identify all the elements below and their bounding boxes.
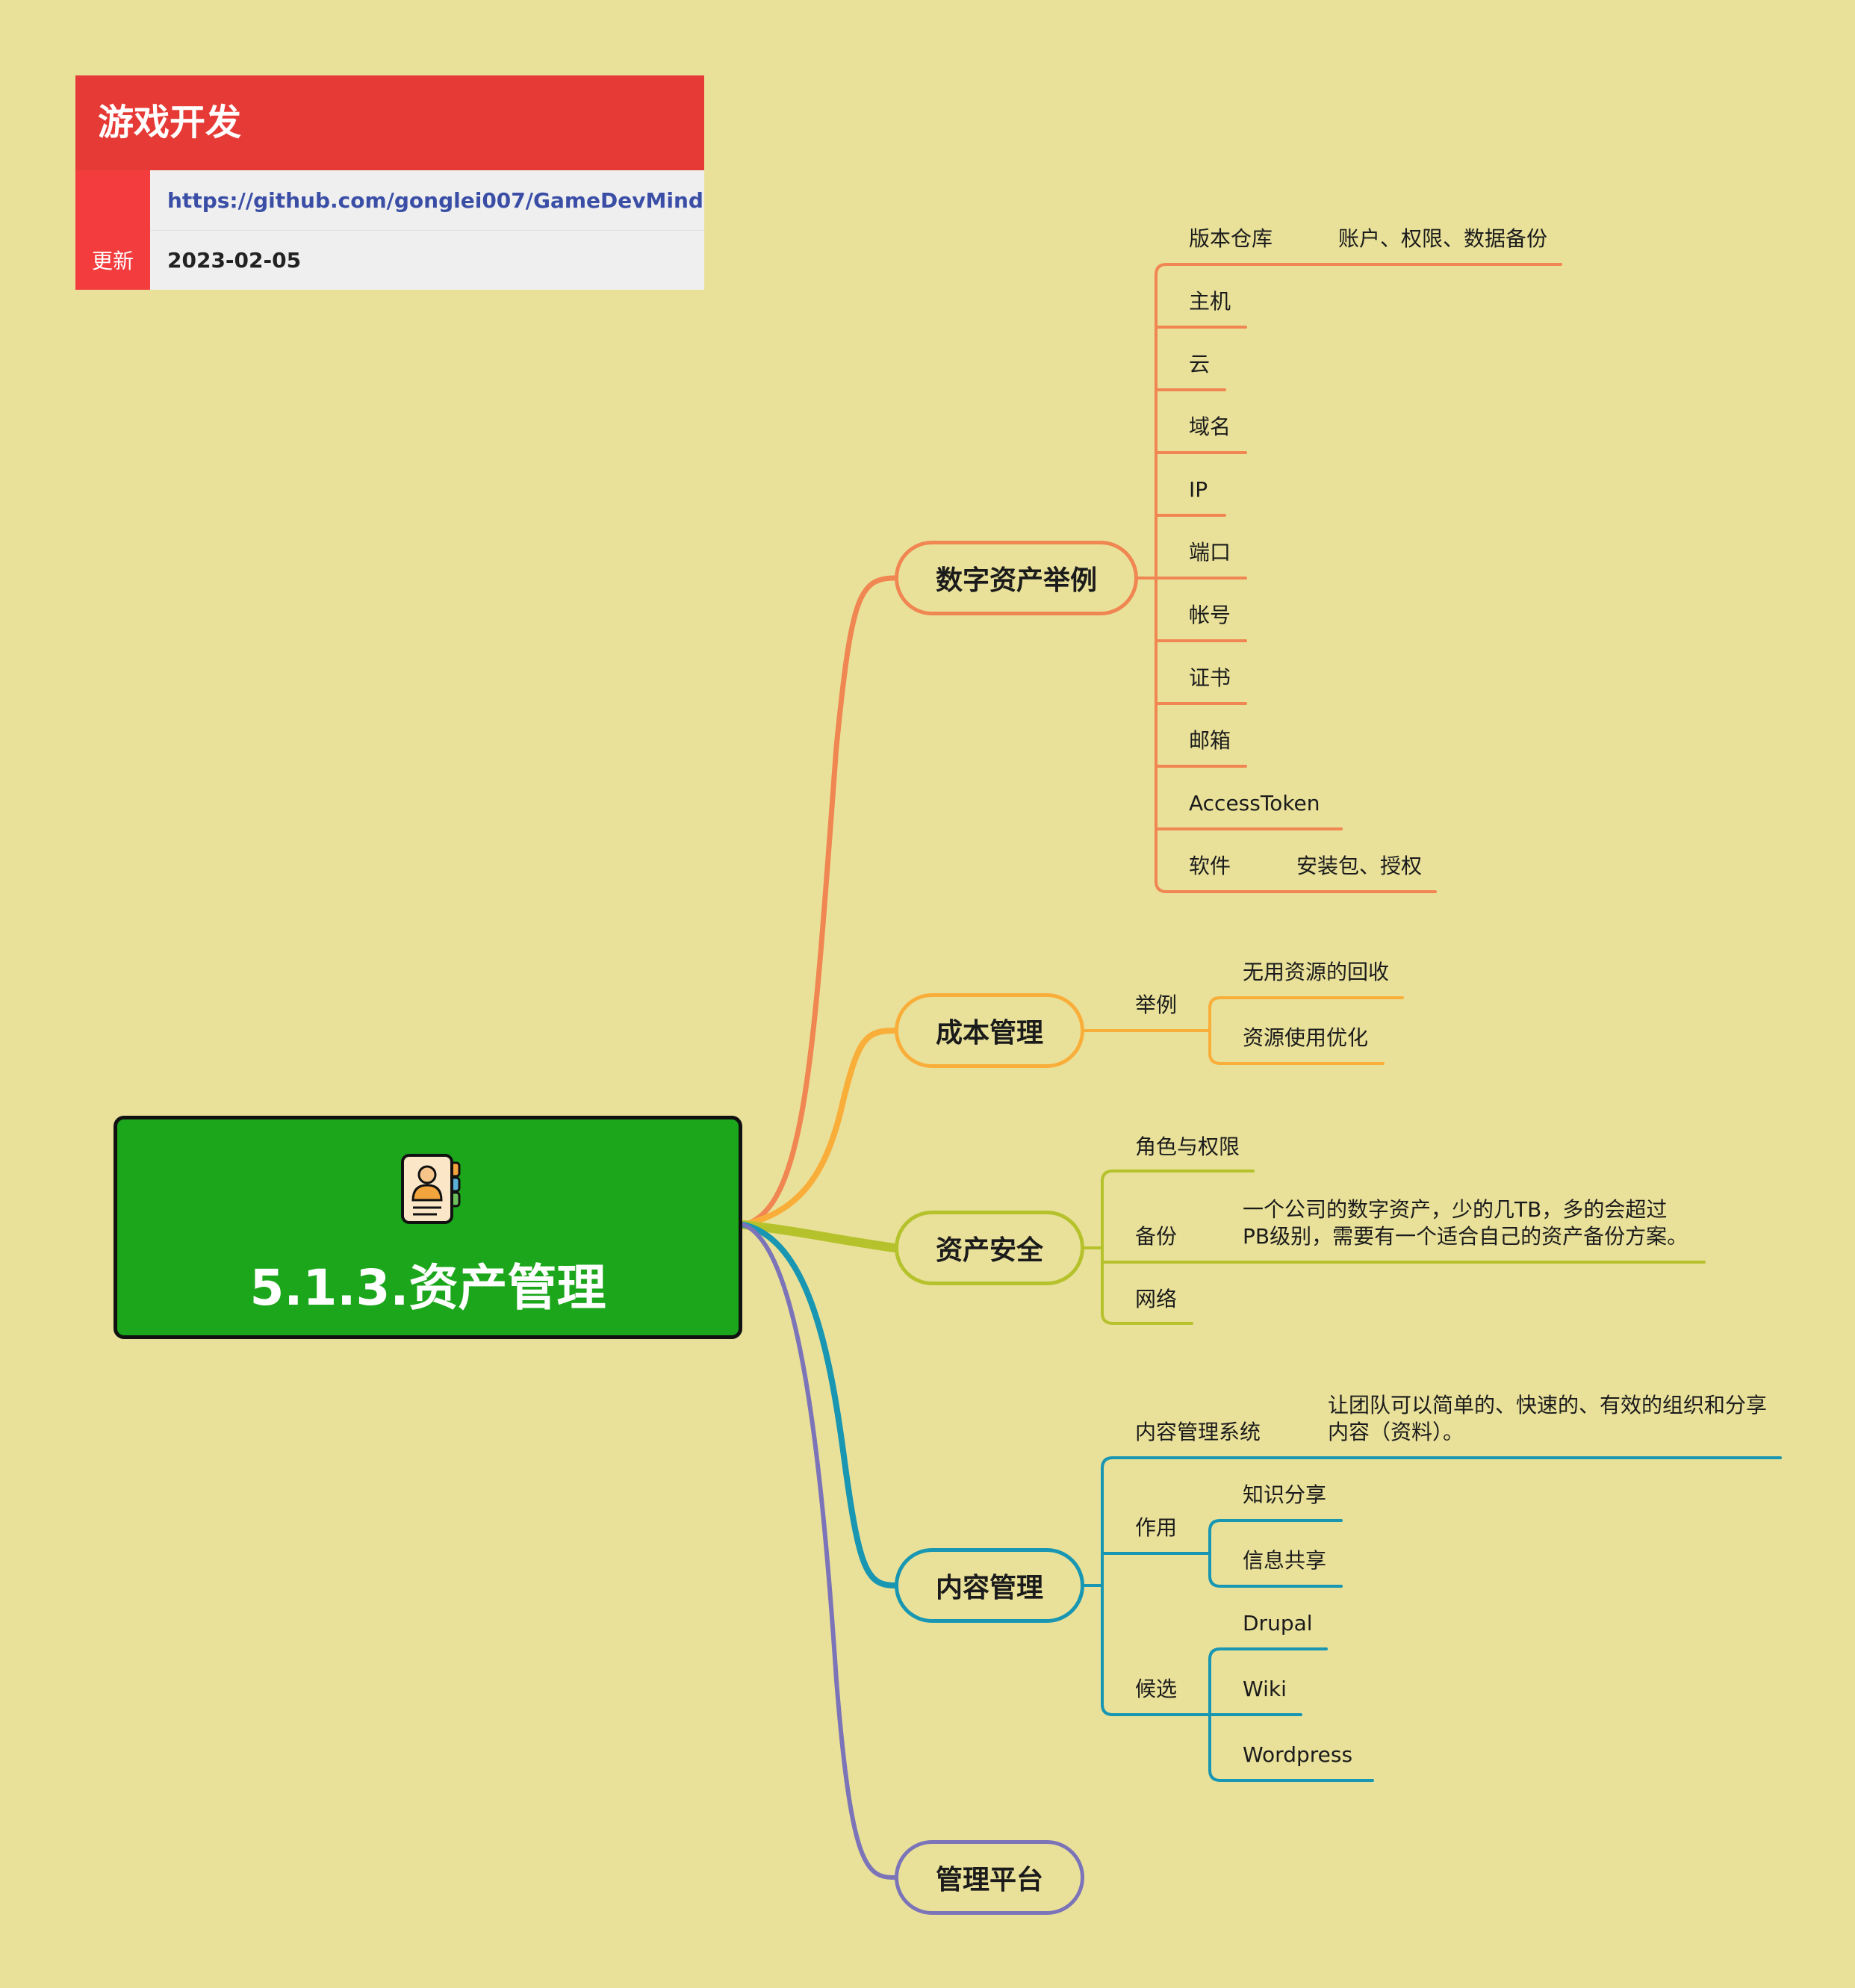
leaf-mailbox[interactable]: 邮箱	[1189, 728, 1231, 753]
link-digital-branch-0	[1155, 263, 1562, 276]
leaf-software-note[interactable]: 安装包、授权	[1296, 854, 1423, 878]
leaf-host[interactable]: 主机	[1189, 289, 1231, 314]
github-link[interactable]: https://github.com/gonglei007/GameDevMin…	[150, 170, 704, 230]
leaf-cloud[interactable]: 云	[1189, 352, 1211, 376]
leaf-purpose[interactable]: 作用	[1135, 1515, 1178, 1540]
link-content-branch-0	[1101, 1456, 1782, 1470]
header-card: 游戏开发 https://github.com/gonglei007/GameD…	[75, 75, 704, 290]
leaf-network[interactable]: 网络	[1135, 1287, 1178, 1311]
leaf-candidates[interactable]: 候选	[1135, 1677, 1178, 1701]
link-content-candidates-branch-2	[1208, 1768, 1374, 1782]
branch-management-platform[interactable]: 管理平台	[895, 1840, 1084, 1915]
root-title: 5.1.3.资产管理	[249, 1259, 606, 1317]
leaf-example[interactable]: 举例	[1135, 993, 1178, 1017]
leaf-account[interactable]: 帐号	[1189, 603, 1231, 627]
leaf-info-sharing[interactable]: 信息共享	[1243, 1548, 1327, 1573]
link-content-candidates-branch-0	[1208, 1647, 1328, 1661]
leaf-port[interactable]: 端口	[1189, 540, 1231, 565]
leaf-backup[interactable]: 备份	[1135, 1224, 1178, 1249]
leaf-wiki[interactable]: Wiki	[1243, 1677, 1287, 1701]
link-cost-branch-1	[1208, 1052, 1385, 1065]
leaf-backup-note[interactable]: 一个公司的数字资产，少的几TB，多的会超过 PB级别，需要有一个适合自己的资产备…	[1243, 1197, 1688, 1249]
root-node[interactable]: 5.1.3.资产管理	[114, 1116, 742, 1339]
leaf-cms[interactable]: 内容管理系统	[1135, 1420, 1261, 1444]
link-root-content	[741, 1222, 898, 1588]
leaf-repo-note[interactable]: 账户、权限、数据备份	[1338, 226, 1548, 251]
update-date: 2023-02-05	[150, 230, 704, 290]
leaf-domain[interactable]: 域名	[1189, 414, 1231, 439]
link-content-branch-2	[1101, 1703, 1211, 1716]
link-root-platform	[742, 1223, 897, 1880]
leaf-knowledge-sharing[interactable]: 知识分享	[1243, 1482, 1327, 1507]
header-title: 游戏开发	[75, 75, 704, 170]
leaf-access-token[interactable]: AccessToken	[1189, 791, 1320, 816]
link-root-security	[739, 1220, 899, 1252]
branch-content-management[interactable]: 内容管理	[895, 1548, 1084, 1623]
leaf-software[interactable]: 软件	[1189, 854, 1231, 878]
link-row: https://github.com/gonglei007/GameDevMin…	[75, 170, 704, 230]
asset-document-icon	[401, 1154, 461, 1224]
branch-cost-management[interactable]: 成本管理	[895, 993, 1084, 1068]
link-root-digital	[741, 575, 898, 1228]
leaf-version-repo[interactable]: 版本仓库	[1189, 226, 1273, 251]
link-content-use-branch-0	[1208, 1519, 1343, 1532]
leaf-optimize-usage[interactable]: 资源使用优化	[1243, 1025, 1369, 1050]
leaf-roles-permissions[interactable]: 角色与权限	[1135, 1134, 1240, 1159]
link-security-branch-0	[1101, 1169, 1255, 1183]
leaf-drupal[interactable]: Drupal	[1243, 1611, 1313, 1636]
link-digital-branch-10	[1155, 880, 1437, 893]
branch-asset-security[interactable]: 资产安全	[895, 1211, 1084, 1285]
link-security-branch-2	[1101, 1311, 1193, 1325]
leaf-ip[interactable]: IP	[1189, 477, 1208, 502]
leaf-reclaim-unused[interactable]: 无用资源的回收	[1243, 960, 1390, 984]
leaf-wordpress[interactable]: Wordpress	[1243, 1742, 1353, 1767]
branch-digital-assets[interactable]: 数字资产举例	[895, 541, 1138, 615]
update-row: 更新 2023-02-05	[75, 230, 704, 290]
leaf-cms-note[interactable]: 让团队可以简单的、快速的、有效的组织和分享 内容（资料）。	[1328, 1393, 1768, 1444]
update-label: 更新	[75, 230, 150, 290]
link-root-cost	[741, 1028, 898, 1228]
link-tag	[75, 170, 150, 230]
link-content-use-branch-1	[1208, 1574, 1343, 1588]
link-cost-branch-0	[1208, 996, 1404, 1010]
leaf-certificate[interactable]: 证书	[1189, 665, 1231, 690]
